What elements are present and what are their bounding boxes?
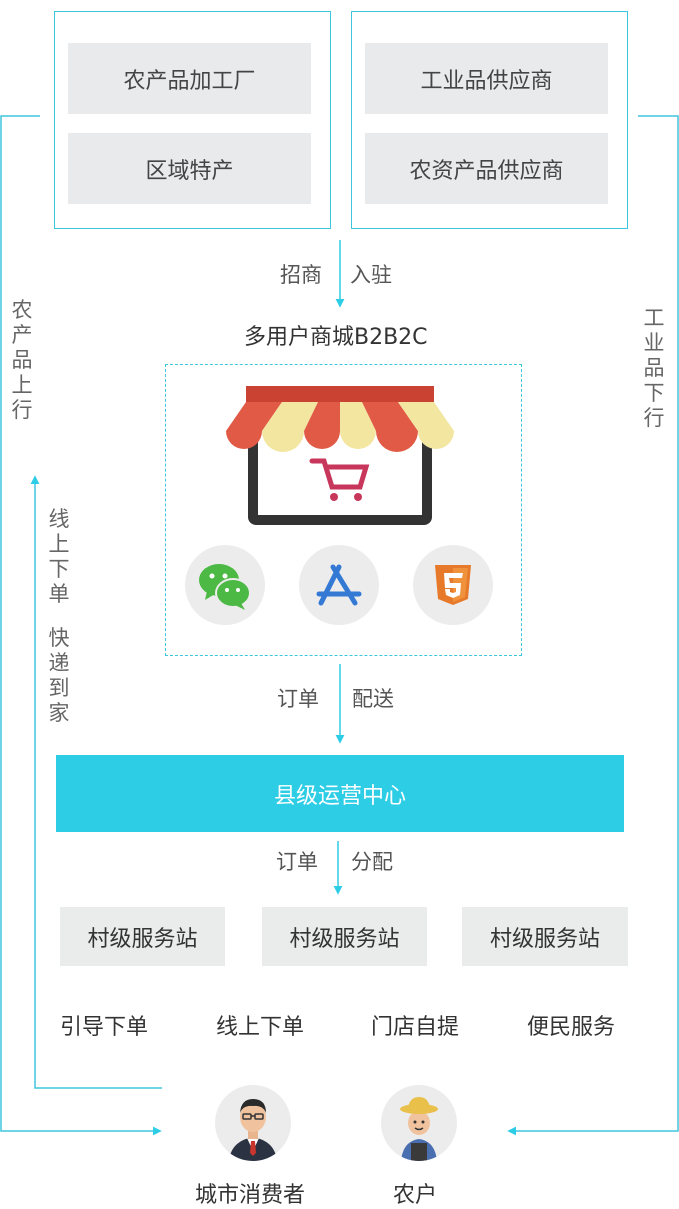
mall-box bbox=[165, 364, 522, 656]
supplier-box: 区域特产 bbox=[68, 133, 311, 204]
arrow-label-right: 配送 bbox=[352, 687, 394, 711]
wechat-icon bbox=[185, 545, 265, 625]
side-label-express-home: 快递到家 bbox=[48, 626, 70, 725]
supplier-box: 工业品供应商 bbox=[365, 43, 608, 114]
storefront-icon bbox=[226, 386, 454, 525]
arrow-label-right: 入驻 bbox=[350, 263, 392, 287]
farmer-avatar bbox=[381, 1085, 457, 1161]
consumer-avatar bbox=[215, 1085, 291, 1161]
left-supplier-card: 农产品加工厂 区域特产 bbox=[54, 11, 331, 229]
county-operation-center: 县级运营中心 bbox=[56, 755, 624, 832]
village-station: 村级服务站 bbox=[462, 907, 628, 966]
right-supplier-card: 工业品供应商 农资产品供应商 bbox=[351, 11, 628, 229]
service-label: 线上下单 bbox=[216, 1015, 305, 1040]
arrow-label-left: 订单 bbox=[276, 850, 318, 874]
service-label: 便民服务 bbox=[527, 1015, 616, 1040]
side-label-agri-upward: 农产品上行 bbox=[11, 298, 33, 422]
arrow-label-left: 订单 bbox=[277, 687, 319, 711]
arrow-label-right: 分配 bbox=[351, 850, 393, 874]
left-outer-line bbox=[0, 115, 162, 1136]
arrow-label-left: 招商 bbox=[280, 263, 322, 287]
app-store-icon bbox=[299, 545, 379, 625]
service-label: 门店自提 bbox=[371, 1015, 460, 1040]
html5-icon bbox=[413, 545, 493, 625]
supplier-box: 农产品加工厂 bbox=[68, 43, 311, 114]
right-line bbox=[507, 115, 679, 1136]
service-label: 引导下单 bbox=[60, 1015, 149, 1040]
mall-title: 多用户商城B2B2C bbox=[244, 325, 428, 350]
village-station: 村级服务站 bbox=[60, 907, 225, 966]
farmer-label: 农户 bbox=[393, 1183, 438, 1208]
consumer-label: 城市消费者 bbox=[195, 1183, 306, 1208]
left-inner-line bbox=[30, 475, 162, 1089]
side-label-online-order: 线上下单 bbox=[48, 507, 70, 606]
supplier-box: 农资产品供应商 bbox=[365, 133, 608, 204]
side-label-industrial-downward: 工业品下行 bbox=[643, 306, 665, 430]
village-station: 村级服务站 bbox=[262, 907, 427, 966]
